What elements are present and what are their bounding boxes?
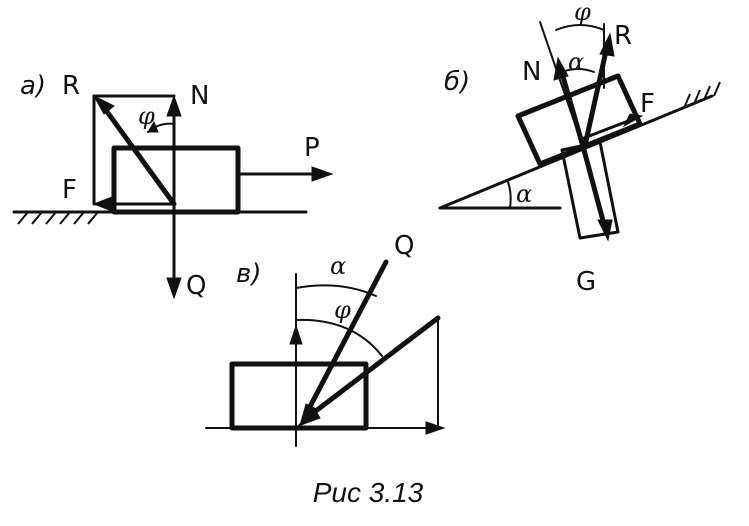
panel-b-R-label: R: [614, 21, 632, 51]
panel-b-incline-hatching: [683, 81, 721, 109]
panel-b-block: [515, 73, 643, 167]
panel-b: б) φ R N α F α G: [438, 0, 721, 297]
panel-b-phi-arc: [555, 24, 605, 31]
panel-v-phi-arc: [295, 318, 383, 357]
panel-v-Q-vector: [301, 259, 389, 421]
panel-b-G-vector: [581, 147, 609, 235]
panel-v-alpha-label: α: [330, 252, 346, 280]
panel-b-alpha-base-label: α: [516, 180, 532, 208]
panel-v-alpha-arc: [295, 284, 377, 297]
figure-caption: Рис 3.13: [313, 477, 424, 508]
panel-v-label: в): [236, 259, 261, 289]
panel-b-label: б): [444, 67, 470, 97]
panel-a-R-vector: [97, 99, 177, 207]
panel-a-N-label: N: [190, 81, 209, 111]
panel-a: а) R N φ P F Q: [12, 71, 334, 301]
panel-v: в) α Q φ: [205, 231, 446, 447]
panel-b-alpha-top-arc: [561, 68, 595, 73]
panel-b-N-vector: [557, 63, 587, 153]
panel-v-phi-label: φ: [334, 296, 351, 324]
panel-v-Q-label: Q: [394, 231, 414, 261]
panel-a-label: а): [20, 71, 46, 101]
panel-v-R-vector: [301, 315, 441, 423]
panel-b-phi-label: φ: [574, 0, 591, 26]
panel-b-G-label: G: [576, 267, 596, 297]
panel-b-alpha-top-label: α: [568, 48, 584, 76]
panel-a-ground-hatching: [17, 211, 99, 225]
panel-v-block: [229, 361, 369, 431]
panel-a-F-label: F: [62, 175, 77, 205]
panel-a-block: [111, 145, 241, 215]
panel-a-R-label: R: [62, 71, 80, 101]
panel-a-Q-label: Q: [186, 271, 206, 301]
panel-b-N-label: N: [522, 57, 541, 87]
panel-b-F-label: F: [640, 89, 655, 119]
panel-a-P-label: P: [304, 133, 320, 163]
panel-b-alpha-base-arc: [507, 181, 512, 209]
panel-a-phi-label: φ: [138, 102, 155, 130]
